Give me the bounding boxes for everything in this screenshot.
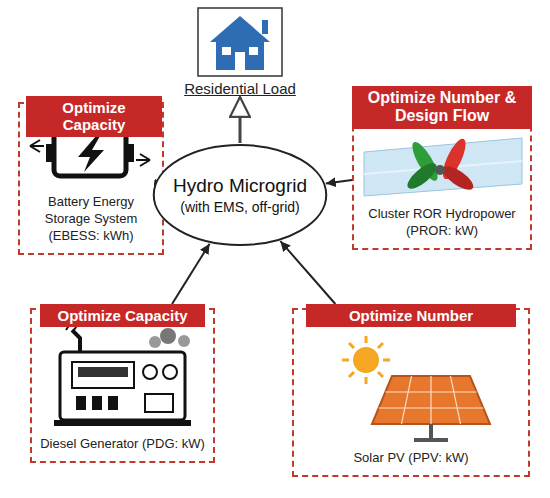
hub-title: Hydro Microgrid xyxy=(173,175,307,197)
house-icon xyxy=(198,8,282,76)
turbine-icon xyxy=(364,136,522,196)
flow-arrow xyxy=(326,180,352,184)
section-header: Optimize Capacity xyxy=(40,304,205,327)
load-node: Residential Load xyxy=(170,6,310,97)
solar-icon xyxy=(342,336,490,440)
diesel-panel: Optimize CapacityDiesel Generator (PDG: … xyxy=(30,308,215,463)
generator-icon xyxy=(54,318,191,426)
load-label: Residential Load xyxy=(170,80,310,97)
component-label: Diesel Generator (PDG: kW) xyxy=(40,436,205,453)
microgrid-hub: Hydro Microgrid (with EMS, off-grid) xyxy=(152,143,328,247)
component-label: Cluster ROR Hydropower (PROR: kW) xyxy=(362,206,522,240)
component-label: Solar PV (PPV: kW) xyxy=(302,450,520,467)
solar-panel: Optimize NumberSolar PV (PPV: kW) xyxy=(292,308,530,477)
section-header: Optimize Number xyxy=(306,304,516,327)
hub-subtitle: (with EMS, off-grid) xyxy=(180,199,300,215)
battery-panel: Optimize CapacityBattery Energy Storage … xyxy=(18,102,164,255)
hydro-panel: Optimize Number & Design FlowCluster ROR… xyxy=(352,96,532,250)
component-label: Battery Energy Storage System (EBESS: kW… xyxy=(28,194,154,245)
flow-arrow xyxy=(280,241,335,304)
section-header: Optimize Number & Design Flow xyxy=(352,86,532,129)
flow-arrow xyxy=(239,97,242,143)
section-header: Optimize Capacity xyxy=(26,96,162,137)
battery-icon xyxy=(30,130,150,176)
flow-arrow xyxy=(172,244,210,304)
